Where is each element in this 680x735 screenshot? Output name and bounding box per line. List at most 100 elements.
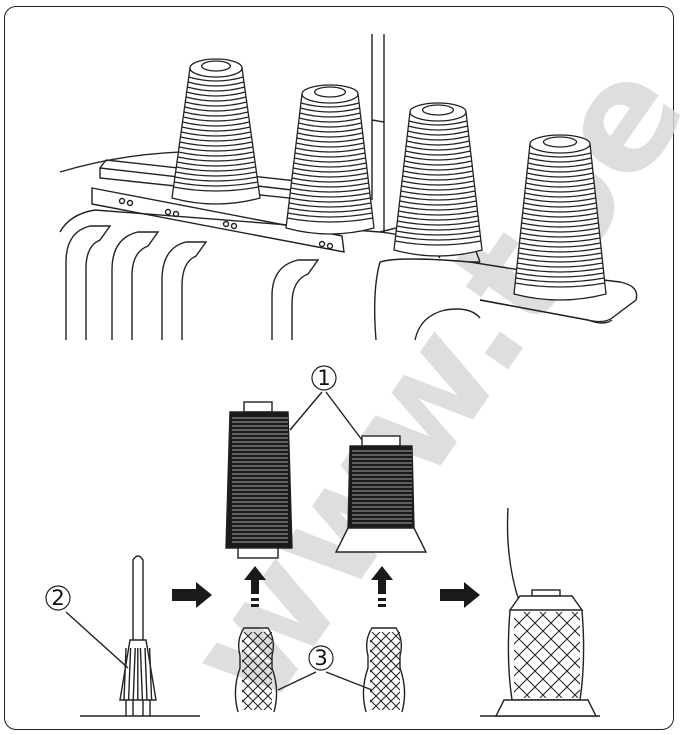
cone-thread-line xyxy=(299,112,361,118)
cone-thread-line xyxy=(401,180,475,186)
cone-thread-line xyxy=(294,152,366,158)
mesh-strand xyxy=(370,632,391,653)
cone-thread-line xyxy=(403,165,473,171)
cone-thread-line xyxy=(185,101,247,107)
cone-thread-line xyxy=(397,220,479,226)
cone-thread-line xyxy=(295,147,365,153)
direction-arrows xyxy=(172,566,480,608)
arrow-up-1-dash2 xyxy=(251,604,259,607)
thread-antenna xyxy=(371,34,385,232)
mesh-strand xyxy=(243,632,272,661)
mesh-strand xyxy=(370,632,400,663)
leader-1-tall xyxy=(289,391,323,431)
mesh-strand xyxy=(370,679,400,710)
net-left-mesh xyxy=(242,632,272,710)
thread-net-right xyxy=(362,627,406,713)
cone-thread-line xyxy=(405,150,471,156)
cone-top-hole xyxy=(542,136,578,148)
cone-thread-line xyxy=(291,177,369,183)
cone-thread-line xyxy=(176,166,256,172)
cone-thread-line xyxy=(290,187,370,193)
cone-thread-line xyxy=(528,157,592,163)
mesh-strand xyxy=(371,681,400,710)
mesh-strand xyxy=(514,617,580,685)
mesh-strand xyxy=(371,632,400,661)
mesh-strand xyxy=(514,649,563,698)
mesh-strand xyxy=(243,681,272,710)
mesh-strand xyxy=(253,632,272,651)
cone-thread-line xyxy=(396,230,480,236)
cone-thread-line xyxy=(408,120,468,126)
cone-thread-line xyxy=(400,190,476,196)
callout-3: 3 xyxy=(308,645,334,671)
cap-rib xyxy=(148,647,153,701)
arrow-up-1-dash xyxy=(251,598,259,601)
mesh-strand xyxy=(242,632,263,653)
callout-1: 1 xyxy=(311,365,337,391)
cone-thread-line xyxy=(523,202,597,208)
cone-thread-line xyxy=(289,197,371,203)
mesh-strand xyxy=(242,659,272,691)
cone-thread-line xyxy=(288,202,372,208)
arrow-right-1 xyxy=(172,582,212,608)
cone-thread-line xyxy=(525,182,595,188)
cone-thread-line xyxy=(398,205,478,211)
arrow-up-2-dash xyxy=(378,598,386,601)
cone-thread-line xyxy=(173,186,259,192)
cone-thread-line xyxy=(522,212,598,218)
cone-thread-line xyxy=(181,126,251,132)
cone-thread-line xyxy=(518,252,602,258)
mesh-strand xyxy=(514,681,531,698)
mesh-strand xyxy=(539,612,580,653)
mesh-strand xyxy=(514,697,515,698)
cone-top-hole xyxy=(313,86,347,98)
cone-thread-line xyxy=(298,122,362,128)
mesh-strand xyxy=(523,612,580,669)
mesh-strand xyxy=(514,612,547,645)
callout-1-label: 1 xyxy=(317,366,330,390)
arrow-up-2-dash2 xyxy=(378,604,386,607)
serger-thread-cones xyxy=(171,58,607,301)
thread-net-left xyxy=(234,627,278,713)
cone-thread-line xyxy=(300,107,360,113)
serger-cone-4 xyxy=(513,134,607,301)
cone-thread-line xyxy=(180,131,252,137)
cone-thread-line xyxy=(524,192,596,198)
serger-cone-1 xyxy=(171,58,261,205)
callout-leaders xyxy=(65,391,373,691)
figure-frame xyxy=(4,6,674,730)
cone-thread-line xyxy=(526,177,594,183)
mesh-strand xyxy=(514,665,547,698)
cone-with-net xyxy=(494,507,598,717)
cone-thread-line xyxy=(179,141,253,147)
cone-thread-line xyxy=(180,136,252,142)
short-spool xyxy=(334,435,428,553)
leader-3-left xyxy=(277,671,317,691)
cone-thread-line xyxy=(297,132,363,138)
mesh-strand xyxy=(242,649,272,681)
cone-thread-line xyxy=(178,146,254,152)
cone-thread-line xyxy=(408,125,468,131)
cone-thread-line xyxy=(176,161,256,167)
cone-body xyxy=(285,93,375,235)
cone-thread-line xyxy=(288,207,372,213)
cone-thread-line xyxy=(185,96,247,102)
cone-thread-line xyxy=(177,156,255,162)
net-right-mesh xyxy=(370,632,400,710)
machine-front-curve xyxy=(373,261,381,341)
cone-thread-line xyxy=(292,172,368,178)
mesh-strand xyxy=(370,689,391,710)
cone-thread-line xyxy=(396,225,480,231)
cone-thread-line xyxy=(517,262,603,268)
mesh-strand xyxy=(242,679,272,710)
mesh-strand xyxy=(242,632,272,663)
mesh-strand xyxy=(555,673,580,698)
leader-2 xyxy=(65,611,129,669)
cone-thread-line xyxy=(404,155,472,161)
machine-housing-lower xyxy=(379,258,480,263)
arrow-up-1 xyxy=(244,566,266,594)
cone-thread-line xyxy=(294,157,366,163)
handwheel-edge xyxy=(414,308,481,341)
